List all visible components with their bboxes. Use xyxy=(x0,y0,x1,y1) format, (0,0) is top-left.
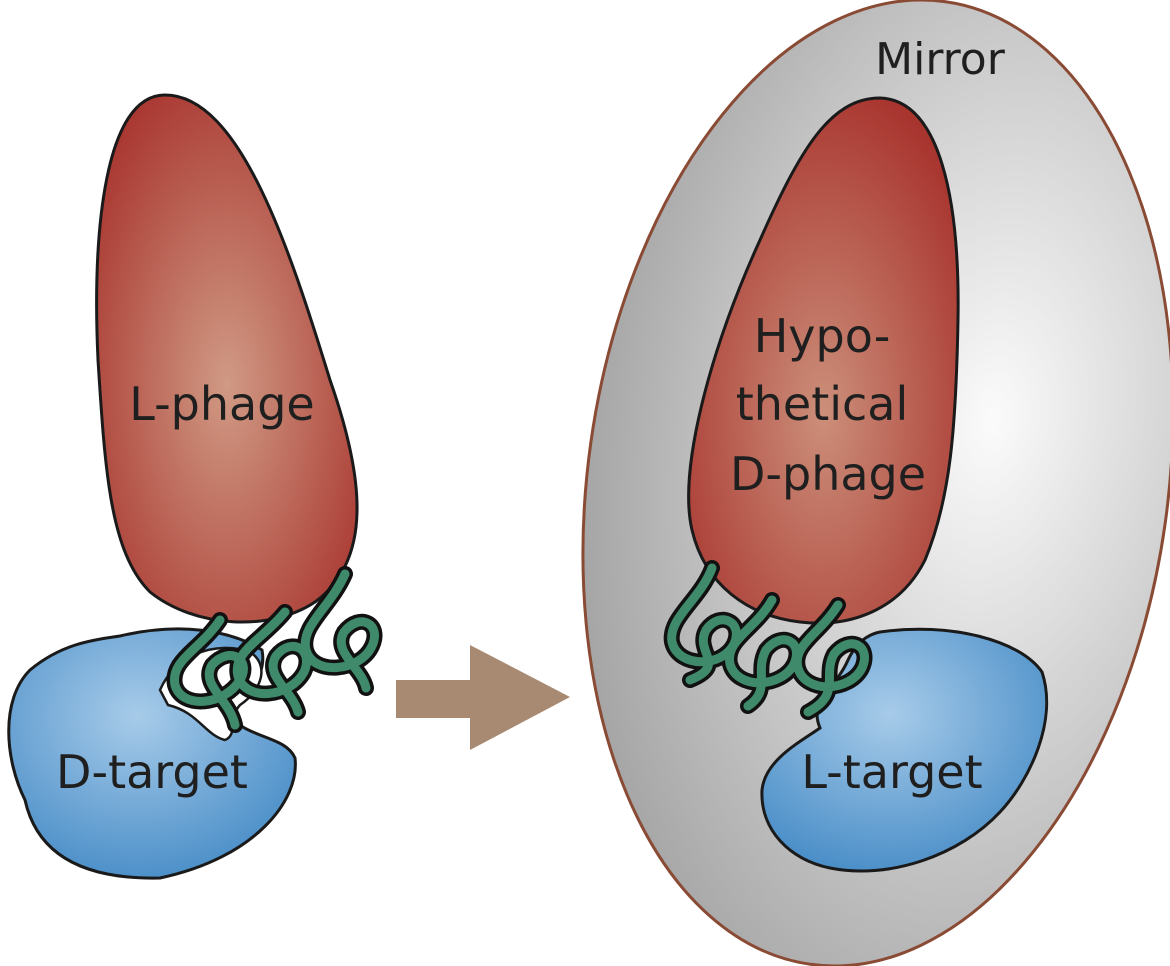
d-phage-tail-fibers xyxy=(663,560,873,720)
l-phage-label: L-phage xyxy=(129,377,314,431)
transform-arrow xyxy=(396,645,570,750)
l-phage-tail-fibers xyxy=(166,566,383,733)
d-phage-label-line-3: D-phage xyxy=(730,447,926,501)
mirror-label: Mirror xyxy=(875,34,1006,85)
d-phage-label-line-1: Hypo- xyxy=(754,309,891,363)
d-target-label: D-target xyxy=(56,745,248,799)
l-phage-body xyxy=(95,93,359,624)
l-target-label: L-target xyxy=(801,745,982,799)
d-phage-body xyxy=(687,96,960,625)
d-phage-label-line-2: thetical xyxy=(736,377,909,431)
